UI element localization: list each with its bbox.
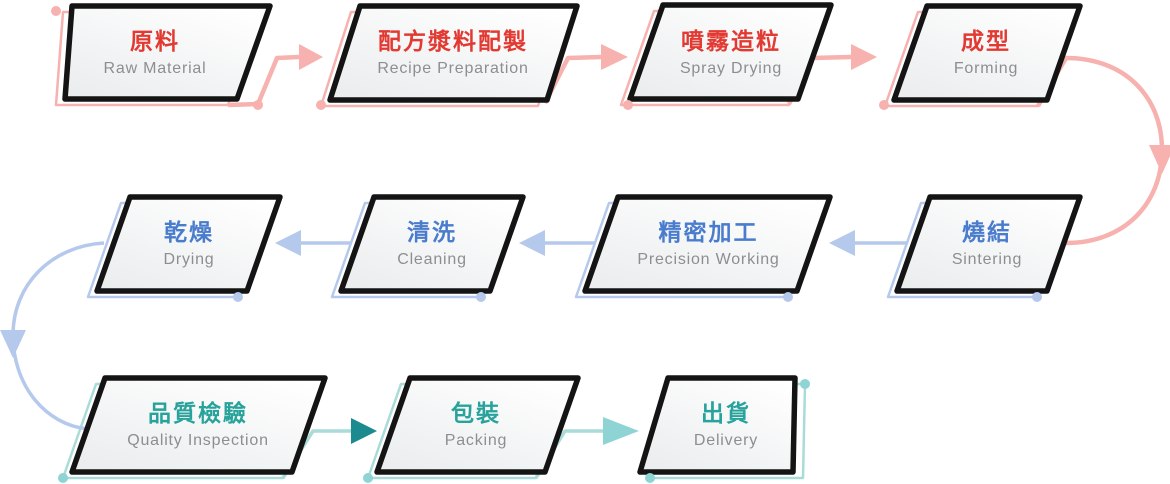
recipe-preparation-box-shape [327,3,580,103]
trace-dot [233,292,243,302]
arrow-line [227,54,300,108]
trace-dot [1032,292,1042,302]
cleaning-box-shape [338,194,526,294]
forming-box-shape [891,3,1083,103]
precision-working-box-shape [582,194,833,294]
arrow-raw-material-to-recipe-preparation [227,44,323,108]
arrow-cleaning-to-drying [275,230,351,256]
quality-inspection-box-shape [69,375,328,475]
arrowhead-right-icon [601,44,628,70]
trace-dot [51,6,61,16]
trace-dot [623,100,633,110]
arrowhead-left-icon [519,230,545,256]
spray-drying-box-shape [627,2,834,102]
arrowhead-left-icon [829,230,855,256]
arrowhead-left-icon [275,230,301,256]
trace-dot [879,100,889,110]
trace-dot [645,473,655,483]
curve-drying-to-quality-inspection [0,241,105,431]
trace-dot [316,100,326,110]
arrowhead-right-icon [299,44,323,70]
arrow-sintering-to-precision-working [829,230,907,256]
delivery-box-shape [637,375,798,475]
trace-dot [253,100,263,110]
arrowhead-right-icon [351,418,377,444]
trace-dot [476,292,486,302]
curve-forming-to-sintering [1036,55,1170,246]
trace-dot [363,473,373,483]
arrowhead-down-icon [0,330,26,358]
arrowhead-down-icon [1149,145,1170,174]
trace-dot [783,292,793,302]
packing-box-shape [374,375,581,475]
trace-dot [58,473,68,483]
drying-box-shape [94,194,283,294]
arrowhead-right-icon [851,44,877,70]
raw-material-box-shape [62,3,273,102]
trace-dot [800,379,810,389]
arrow-precision-working-to-cleaning [519,230,595,256]
sintering-box-shape [894,194,1083,294]
arrowhead-right-icon [603,417,639,445]
